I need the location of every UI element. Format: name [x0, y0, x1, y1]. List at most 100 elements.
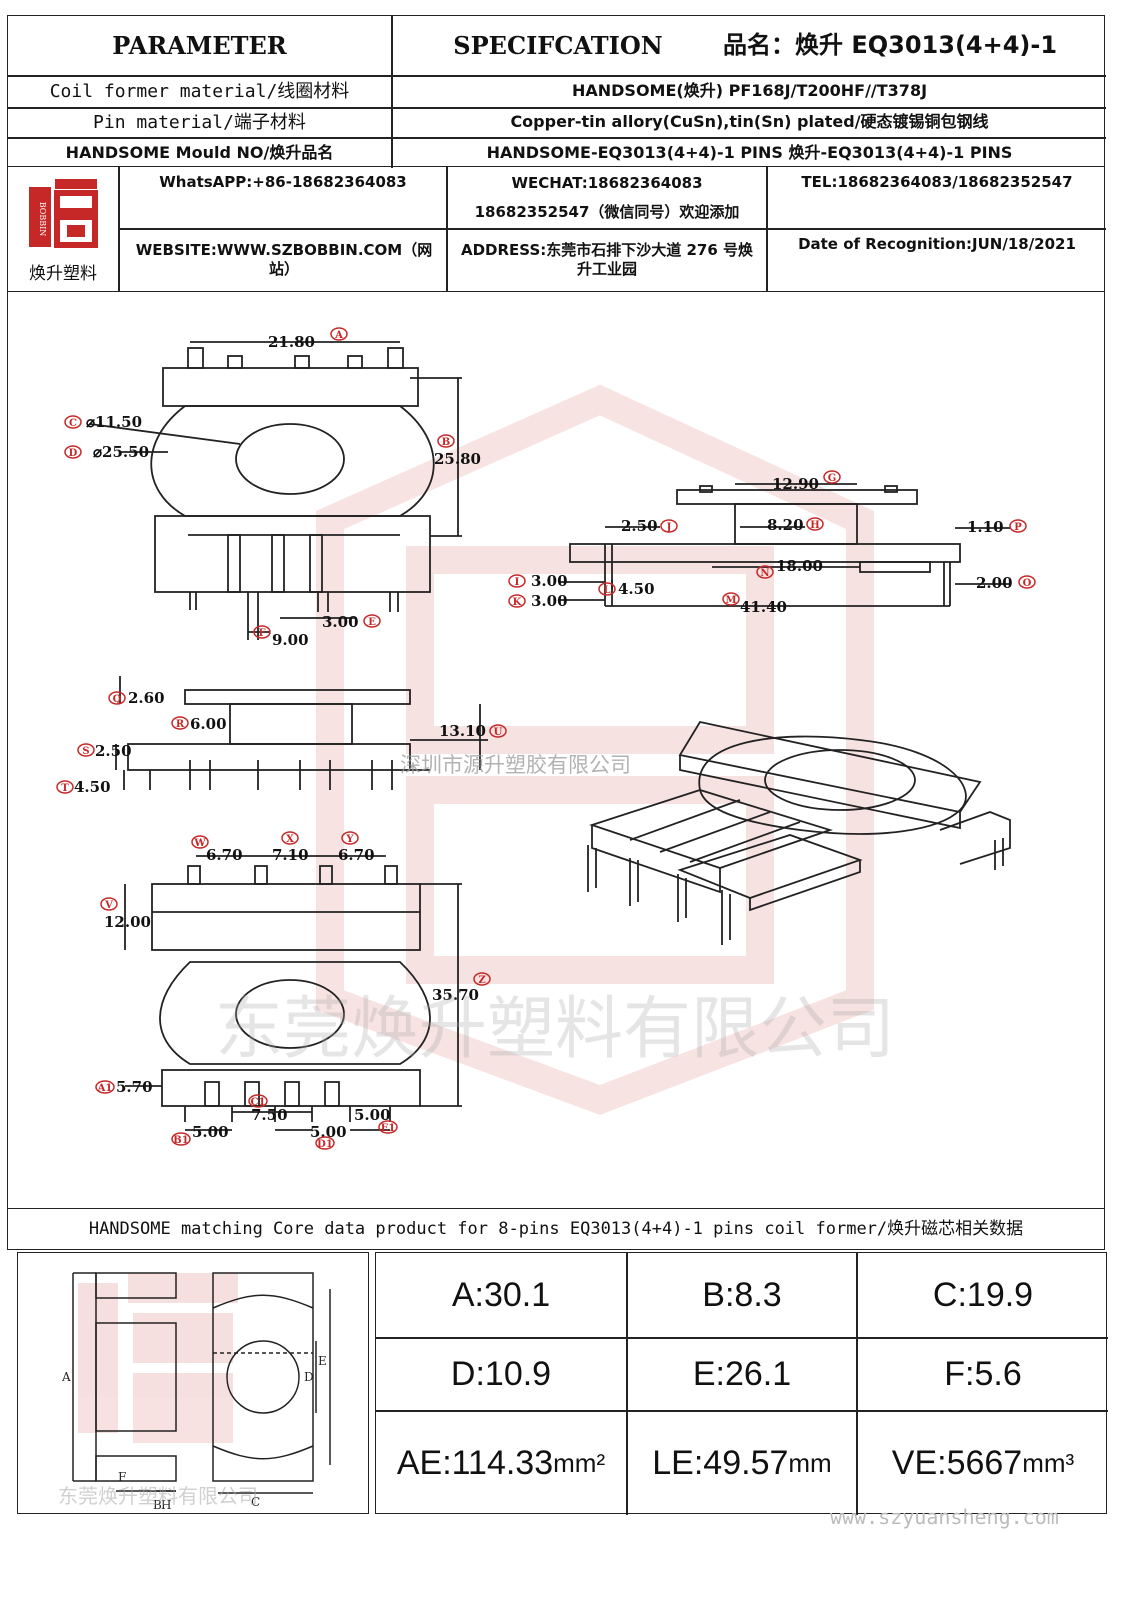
logo-caption: 焕升塑料	[29, 263, 97, 284]
core-values-table: A:30.1 B:8.3 C:19.9 D:10.9 E:26.1 F:5.6 …	[375, 1252, 1108, 1515]
svg-text:L: L	[603, 585, 610, 596]
svg-text:O: O	[1023, 578, 1032, 589]
marker-u: U	[489, 724, 507, 738]
marker-d1: D1	[315, 1136, 335, 1150]
svg-text:T: T	[61, 783, 69, 794]
svg-text:D: D	[69, 448, 78, 459]
marker-s: S	[77, 743, 95, 757]
marker-x: X	[281, 831, 299, 845]
spec-header-table: PARAMETER SPECIFCATION 品名：焕升 EQ3013(4+4)…	[7, 15, 1106, 168]
watermark-logo	[316, 384, 874, 1115]
marker-i: I	[508, 574, 526, 588]
dim-f: 9.00	[272, 631, 309, 649]
marker-k: K	[508, 594, 526, 608]
svg-text:BOBBIN: BOBBIN	[38, 202, 47, 237]
marker-b1: B1	[171, 1132, 191, 1146]
dim-o: 2.00	[976, 574, 1013, 592]
svg-text:S: S	[82, 746, 89, 757]
dim-q: 2.60	[128, 689, 165, 707]
website-link[interactable]: WEBSITE:WWW.SZBOBBIN.COM（网站）	[135, 240, 433, 279]
wechat-contact: WECHAT:18682364083 18682352547（微信同号）欢迎添加	[448, 169, 766, 227]
dim-n: 18.00	[776, 557, 823, 575]
dim-c: ⌀11.50	[86, 413, 142, 431]
svg-text:K: K	[513, 597, 522, 608]
dim-u: 13.10	[439, 722, 486, 740]
dim-b1: 5.00	[192, 1123, 229, 1141]
marker-o: O	[1018, 575, 1036, 589]
svg-text:R: R	[176, 719, 185, 730]
svg-text:E: E	[368, 617, 376, 628]
pin-material-value: Copper-tin allory(CuSn),tin(Sn) plated/硬…	[510, 112, 989, 132]
core-label-h: H	[161, 1498, 171, 1512]
parameter-heading: PARAMETER	[112, 30, 287, 60]
marker-y: Y	[341, 831, 359, 845]
svg-text:A: A	[334, 330, 343, 341]
dim-m: 41.40	[740, 598, 787, 616]
marker-q: Q	[108, 691, 126, 705]
dim-j: 2.50	[621, 517, 658, 535]
marker-w: W	[191, 835, 209, 849]
product-name: 品名：焕升 EQ3013(4+4)-1	[723, 30, 1058, 59]
coil-former-material-value: HANDSOME(焕升) PF168J/T200HF//T378J	[571, 81, 928, 101]
core-value-a: A:30.1	[451, 1275, 551, 1314]
svg-text:C1: C1	[251, 1097, 266, 1108]
core-label-c: C	[251, 1495, 260, 1509]
company-info-table: BOBBIN 焕升塑料 WhatsAPP:+86-18682364083 WEC…	[7, 167, 1106, 292]
recognition-date: Date of Recognition:JUN/18/2021	[798, 235, 1076, 254]
dim-d: ⌀25.50	[93, 443, 149, 461]
tel-contact: TEL:18682364083/18682352547	[801, 173, 1073, 192]
svg-text:Y: Y	[345, 834, 354, 845]
dim-a: 21.80	[268, 333, 315, 351]
wechat-line-1: WECHAT:18682364083	[511, 174, 703, 192]
mould-no-label: HANDSOME Mould NO/焕升品名	[65, 142, 334, 162]
marker-h: H	[806, 517, 824, 531]
marker-f: F	[253, 625, 271, 639]
dim-w: 6.70	[206, 846, 243, 864]
svg-text:A1: A1	[97, 1083, 113, 1094]
dim-h: 8.20	[767, 516, 804, 534]
watermark-text-large: 东莞焕升塑料有限公司	[215, 990, 895, 1069]
company-logo: BOBBIN 焕升塑料	[13, 171, 113, 284]
svg-text:H: H	[810, 520, 819, 531]
dim-e: 3.00	[322, 613, 359, 631]
company-address: ADDRESS:东莞市石排下沙大道 276 号焕升工业园	[461, 240, 753, 279]
svg-text:Z: Z	[478, 975, 485, 986]
dim-g: 12.90	[772, 475, 819, 493]
core-diagram-watermark: 东莞焕升塑料有限公司	[58, 1484, 258, 1508]
dim-z: 35.70	[432, 986, 479, 1004]
svg-text:Q: Q	[113, 694, 122, 705]
whatsapp-contact: WhatsAPP:+86-18682364083	[159, 173, 407, 192]
footer-url[interactable]: www.szyuansheng.com	[830, 1505, 1059, 1529]
svg-text:E1: E1	[381, 1123, 396, 1134]
dim-t: 4.50	[74, 778, 111, 796]
marker-e1: E1	[378, 1120, 398, 1134]
svg-text:J: J	[666, 522, 672, 533]
core-value-c: C:19.9	[932, 1275, 1034, 1314]
dim-e1: 5.00	[354, 1106, 391, 1124]
svg-text:V: V	[104, 900, 113, 911]
core-label-f: F	[118, 1470, 126, 1484]
dim-c1: 7.50	[251, 1106, 288, 1124]
marker-r: R	[171, 716, 189, 730]
marker-g: G	[823, 470, 841, 484]
core-value-f: F:5.6	[944, 1355, 1022, 1394]
marker-a: A	[330, 327, 348, 341]
core-diagram-panel: A B C D E F H 东莞焕升塑料有限公司	[17, 1252, 369, 1514]
coil-former-material-label: Coil former material/线圈材料	[49, 80, 350, 102]
marker-a1: A1	[95, 1080, 115, 1094]
specification-heading: SPECIFCATION	[453, 30, 663, 60]
marker-b: B	[437, 434, 455, 448]
marker-m: M	[722, 592, 740, 606]
core-value-b: B:8.3	[702, 1275, 782, 1314]
core-value-e: E:26.1	[692, 1355, 792, 1394]
svg-text:P: P	[1014, 522, 1022, 533]
marker-z: Z	[473, 972, 491, 986]
svg-text:I: I	[515, 577, 520, 588]
svg-text:D1: D1	[317, 1139, 333, 1150]
svg-text:X: X	[286, 834, 294, 845]
wechat-line-2: 18682352547（微信同号）欢迎添加	[474, 203, 740, 221]
core-label-a: A	[61, 1370, 71, 1384]
dim-d1: 5.00	[310, 1123, 347, 1141]
